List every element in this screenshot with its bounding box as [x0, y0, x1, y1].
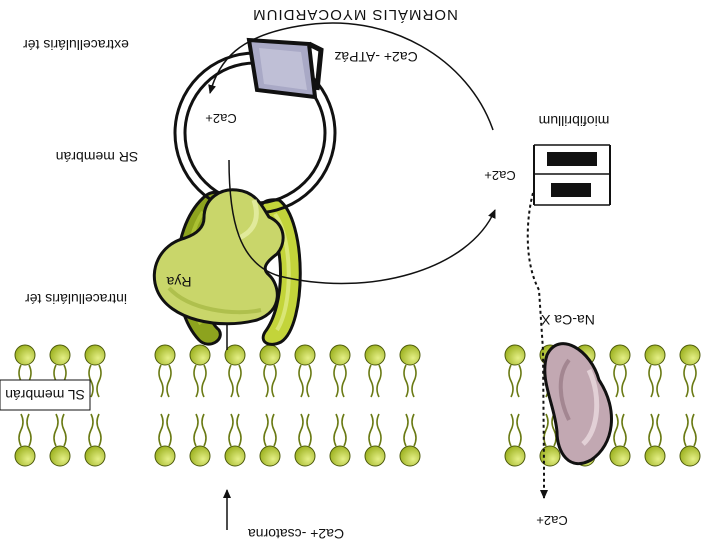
myofibril-label: miofibrillum — [539, 113, 610, 129]
lipid-head — [14, 344, 36, 366]
myofibril-calcium-label: Ca2+ — [484, 168, 515, 183]
lipid-head — [154, 344, 176, 366]
lipid-head — [504, 445, 526, 467]
lipid-head — [49, 344, 71, 366]
calcium-efflux-dotted-arrow — [526, 192, 548, 499]
lipid-head — [154, 445, 176, 467]
lipid-head — [609, 344, 631, 366]
lipid-head — [504, 344, 526, 366]
ryanodine-label: Rya — [166, 274, 191, 290]
lipid-head — [294, 344, 316, 366]
lipid-head — [609, 445, 631, 467]
myofibril — [533, 144, 611, 206]
lipid-head — [14, 445, 36, 467]
lipid-head — [189, 344, 211, 366]
lipid-head — [259, 445, 281, 467]
ryanodine-receptor — [152, 188, 285, 326]
lipid-head — [399, 344, 421, 366]
lipid-head — [224, 344, 246, 366]
lipid-head — [679, 344, 701, 366]
lipid-head — [189, 445, 211, 467]
lipid-head — [294, 445, 316, 467]
lipid-head — [259, 344, 281, 366]
exchanger-calcium-label: Ca2+ — [536, 513, 567, 528]
lipid-head — [329, 445, 351, 467]
na-ca-exchanger — [543, 342, 613, 466]
lipid-head — [364, 344, 386, 366]
lipid-head — [679, 445, 701, 467]
lipid-head — [329, 344, 351, 366]
lipid-head — [84, 445, 106, 467]
sr-calcium-label: Ca2+ — [205, 111, 236, 126]
lipid-head — [644, 445, 666, 467]
sr-membrane-label: SR membrán — [56, 149, 138, 165]
lipid-head — [84, 344, 106, 366]
lipid-head — [644, 344, 666, 366]
extracellular-space-label: extracelluláris tér — [23, 37, 129, 53]
calcium-reuptake-arrow — [208, 22, 494, 131]
intracellular-space-label: intracelluláris tér — [25, 291, 127, 307]
exchanger-label: Na-Ca X — [540, 312, 594, 328]
lipid-head — [399, 445, 421, 467]
calcium-atpase-pump — [246, 37, 324, 100]
diagram-title: NORMÁLIS MYOCARDIUM — [252, 6, 458, 23]
lipid-head — [539, 445, 561, 467]
calcium-channel-label: Ca2+ -csatorna — [248, 526, 344, 542]
lipid-head — [364, 445, 386, 467]
lipid-head — [224, 445, 246, 467]
lipid-bilayer — [14, 344, 701, 467]
lipid-head — [49, 445, 71, 467]
cytosol-calcium-pathway-arrow — [228, 159, 496, 285]
atpase-label: Ca2+ -ATPáz — [334, 49, 417, 65]
sl-membrane-label: SL membrán — [5, 387, 85, 403]
sl-membrane-label-box: SL membrán — [0, 379, 91, 411]
